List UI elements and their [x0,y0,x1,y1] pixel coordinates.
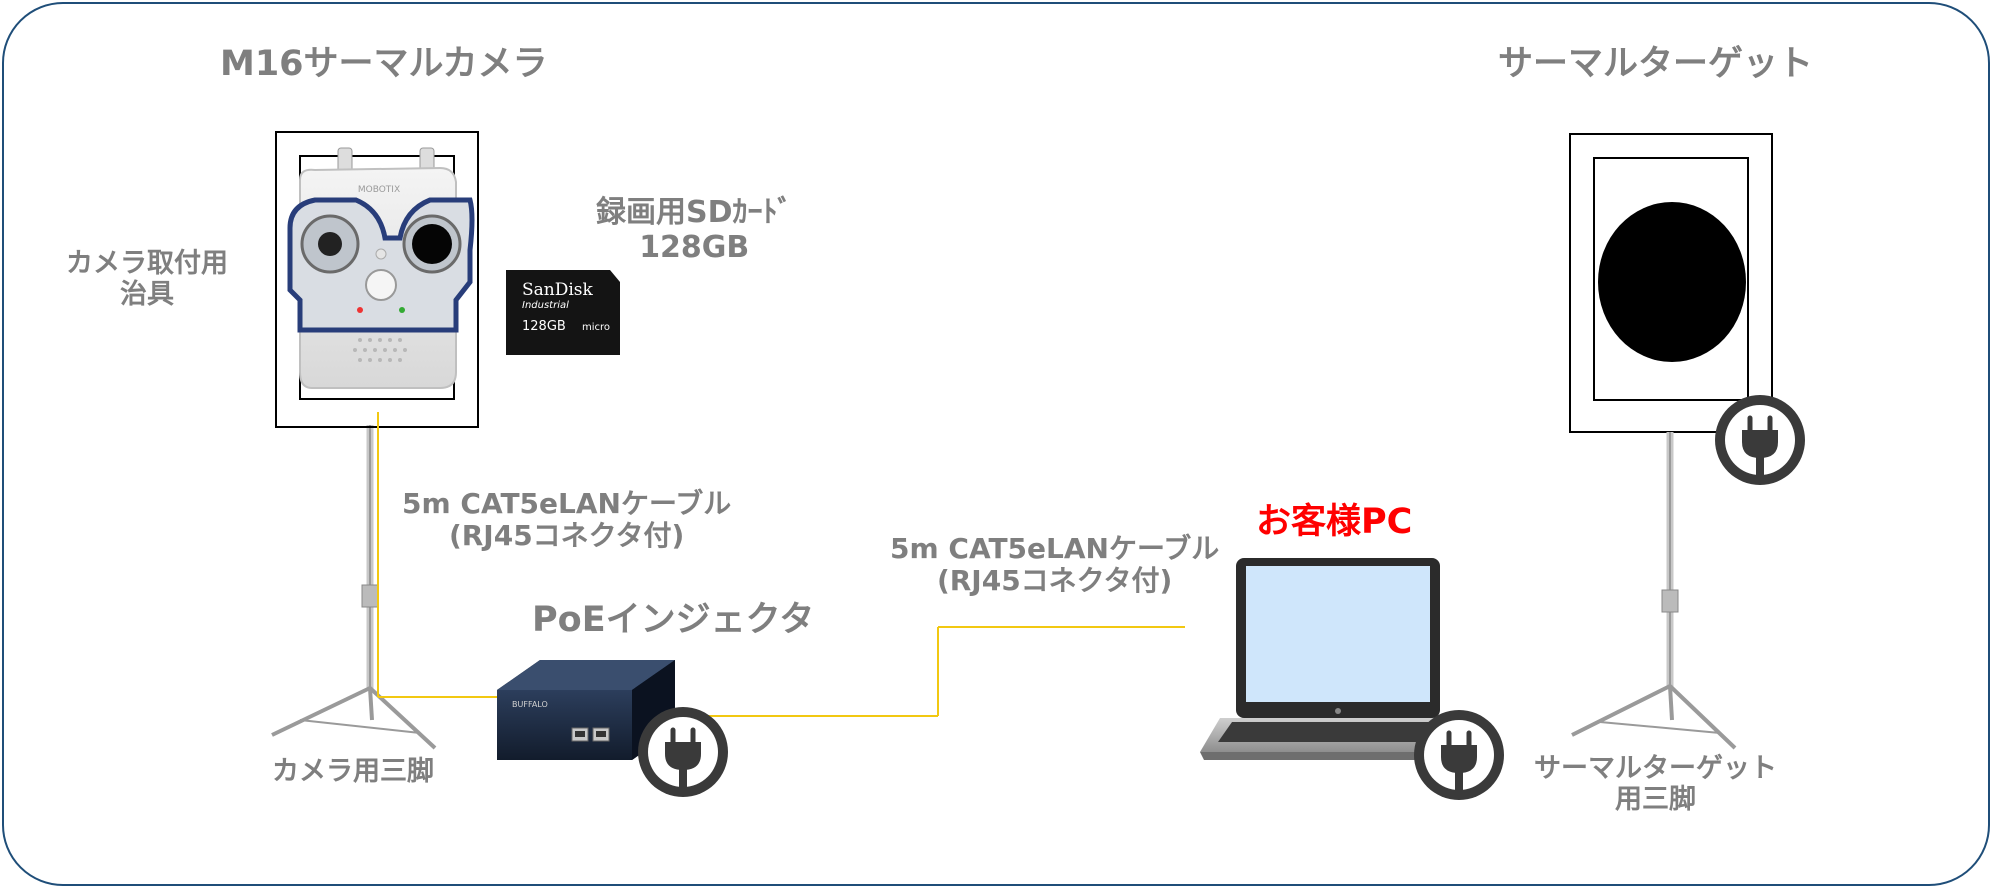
target-frame-inner [1593,157,1749,401]
cable2-label-line2: (RJ45コネクタ付) [936,564,1173,598]
cable2-label: 5m CAT5eLANケーブル (RJ45コネクタ付) [890,532,1220,598]
poe-injector: BUFFALO [497,660,675,760]
camera-brand: MOBOTIX [358,185,400,195]
sd-card-brand: SanDisk [522,280,594,300]
customer-pc-label: お客様PC [1256,502,1413,542]
target-tripod-label-line1: サーマルターゲット [1534,753,1777,784]
target-black-circle [1598,202,1746,362]
cable1-label-line2: (RJ45コネクタ付) [448,519,685,553]
target-tripod [1571,432,1737,750]
customer-laptop [1200,558,1478,760]
power-plug-icon [1414,710,1504,800]
sd-card-label-line1: 録画用SDｶｰﾄﾞ [596,195,793,230]
poe-brand: BUFFALO [512,700,548,709]
sd-card-micro-logo: micro [582,322,610,333]
camera-title: M16サーマルカメラ [220,44,548,84]
sd-card-sub: Industrial [522,300,569,311]
thermal-camera: MOBOTIX [287,147,475,389]
power-plug-icon [1715,395,1805,485]
target-tripod-label-line2: 用三脚 [1615,784,1696,816]
target-title: サーマルターゲット [1498,44,1814,84]
cable1-label-line1: 5m CAT5eLANケーブル [402,487,732,520]
mount-label-line2: 治具 [120,279,174,311]
sd-card-capacity: 128GB [522,319,566,334]
sd-card-label: 録画用SDｶｰﾄﾞ 128GB [596,195,793,265]
lan-cable-camera-poe [377,412,497,698]
mount-label-line1: カメラ取付用 [66,248,228,279]
sd-card-label-line2: 128GB [639,229,750,265]
sd-card: SanDisk Industrial 128GB micro [506,270,620,355]
power-plug-icon [638,707,728,797]
poe-label: PoEインジェクタ [532,600,815,640]
camera-tripod [271,425,437,750]
cable2-label-line1: 5m CAT5eLANケーブル [890,532,1220,565]
target-tripod-label: サーマルターゲット 用三脚 [1534,753,1777,815]
camera-tripod-label: カメラ用三脚 [272,756,434,787]
cable1-label: 5m CAT5eLANケーブル (RJ45コネクタ付) [402,487,732,553]
mount-label: カメラ取付用 治具 [66,248,228,310]
